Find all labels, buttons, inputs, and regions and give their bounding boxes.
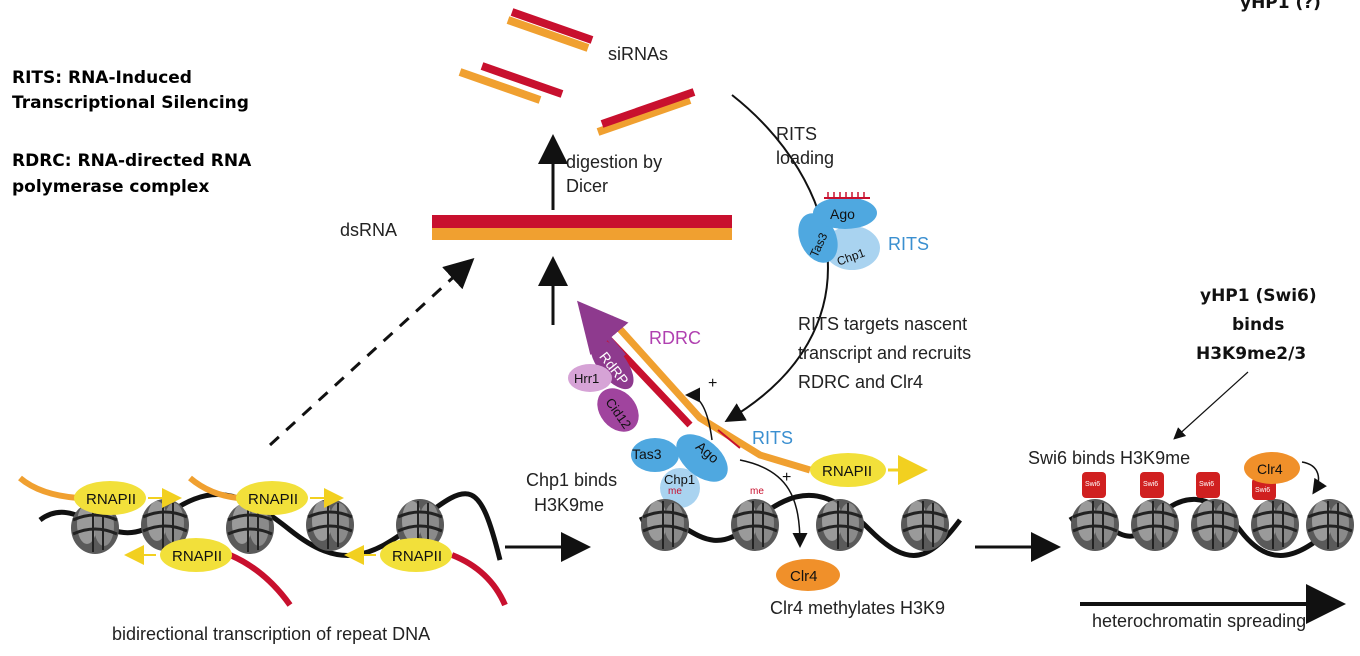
def-rits: RITS: RNA-Induced [12,68,192,88]
rnapii-2-label: RNAPII [248,491,298,508]
rnapii-4-label: RNAPII [392,548,442,565]
chp1-binds-label-2: H3K9me [534,495,604,515]
left-red-transcript-2 [450,552,508,607]
rits-to-clr4-arrow [739,459,808,548]
swi6-3: Swi6 [1199,481,1214,488]
rnapii-2 [236,481,308,515]
swi6-2: Swi6 [1143,481,1158,488]
tas3-mid-label: Tas3 [632,446,662,462]
rnapii-3 [160,538,232,572]
me-mark-1: me [668,486,682,497]
def-rdrc-2: polymerase complex [12,177,209,197]
right-chromatin-fiber [1068,496,1356,558]
ago-oval-mid [676,434,728,482]
rits-blue-top: RITS [888,234,929,254]
rdrp-oval [590,338,634,390]
clr4-right-label: Clr4 [1257,461,1283,477]
yhp1-pointer [1173,371,1249,440]
left-orange-transcript-1 [18,475,79,501]
swi6-1: Swi6 [1085,481,1100,488]
dashed-arrow [268,257,475,447]
dsrna-orange-strand [432,228,732,240]
rits-loading-label-2: loading [776,148,834,168]
clr4-mid-label: Clr4 [790,568,818,585]
left-orange-transcript-2 [188,475,239,501]
rits-loading-label: RITS [776,124,817,144]
def-rdrc: RDRC: RNA-directed RNA [12,151,252,171]
ago-label: Ago [830,206,855,222]
yhp1-label: yHP1 (Swi6) [1200,286,1317,306]
clr4-right [1244,452,1300,484]
left-red-transcript-1 [228,552,293,607]
middle-chromatin-fiber [638,492,962,558]
het-spreading-label: heterochromatin spreading [1092,611,1306,631]
rnapii-3-label: RNAPII [172,548,222,565]
rnapii-mid-label: RNAPII [822,463,872,480]
sirna-duplexes [458,8,696,136]
chp1-mid-label: Chp1 [664,472,695,487]
yhp1-label-3: H3K9me2/3 [1196,344,1306,364]
rits-targets-3: RDRC and Clr4 [798,372,923,392]
rnapii-1 [74,481,146,515]
rdrc-purple-label: RDRC [649,328,701,348]
dsrna-label: dsRNA [340,220,397,240]
clr4-spread-arrow [1301,461,1327,495]
clr4-methylates-label: Clr4 methylates H3K9 [770,598,945,618]
rits-complex-free: Ago Tas3 Chp1 [798,192,880,270]
chp1-oval-mid [660,468,700,508]
chp1-binds-label: Chp1 binds [526,470,617,490]
hrr1-oval [568,364,612,392]
def-rits-2: Transcriptional Silencing [12,93,249,113]
cid12-oval [597,388,639,432]
rnapii-mid [810,453,886,487]
hrr1-label: Hrr1 [574,371,599,386]
bidirectional-label: bidirectional transcription of repeat DN… [112,624,430,644]
clr4-mid [776,559,840,591]
rnapii-4 [380,538,452,572]
digestion-label-2: Dicer [566,176,608,196]
sirna-on-ago [717,429,741,449]
swi6-binds-label: Swi6 binds H3K9me [1028,448,1190,468]
top-right-fragment: yHP1 (?) [1240,0,1321,13]
swi6-4: Swi6 [1255,487,1270,494]
rits-targets-2: transcript and recruits [798,343,971,363]
left-chromatin-fiber [38,491,503,561]
tas3-oval-mid [631,438,679,472]
swi6-proteins [1082,472,1276,500]
me-mark-2: me [750,486,764,497]
rits-blue-mid: RITS [752,428,793,448]
rdrp-arrow [577,300,629,358]
rnapii-1-label: RNAPII [86,491,136,508]
rits-to-rdrc-arrow [685,387,713,441]
sirnas-label: siRNAs [608,44,668,64]
digestion-label: digestion by [566,152,662,172]
rits-targets-1: RITS targets nascent [798,314,967,334]
plus-1: + [708,375,717,392]
plus-2: + [782,469,791,486]
yhp1-label-2: binds [1232,315,1284,335]
dsrna-red-strand [432,215,732,228]
